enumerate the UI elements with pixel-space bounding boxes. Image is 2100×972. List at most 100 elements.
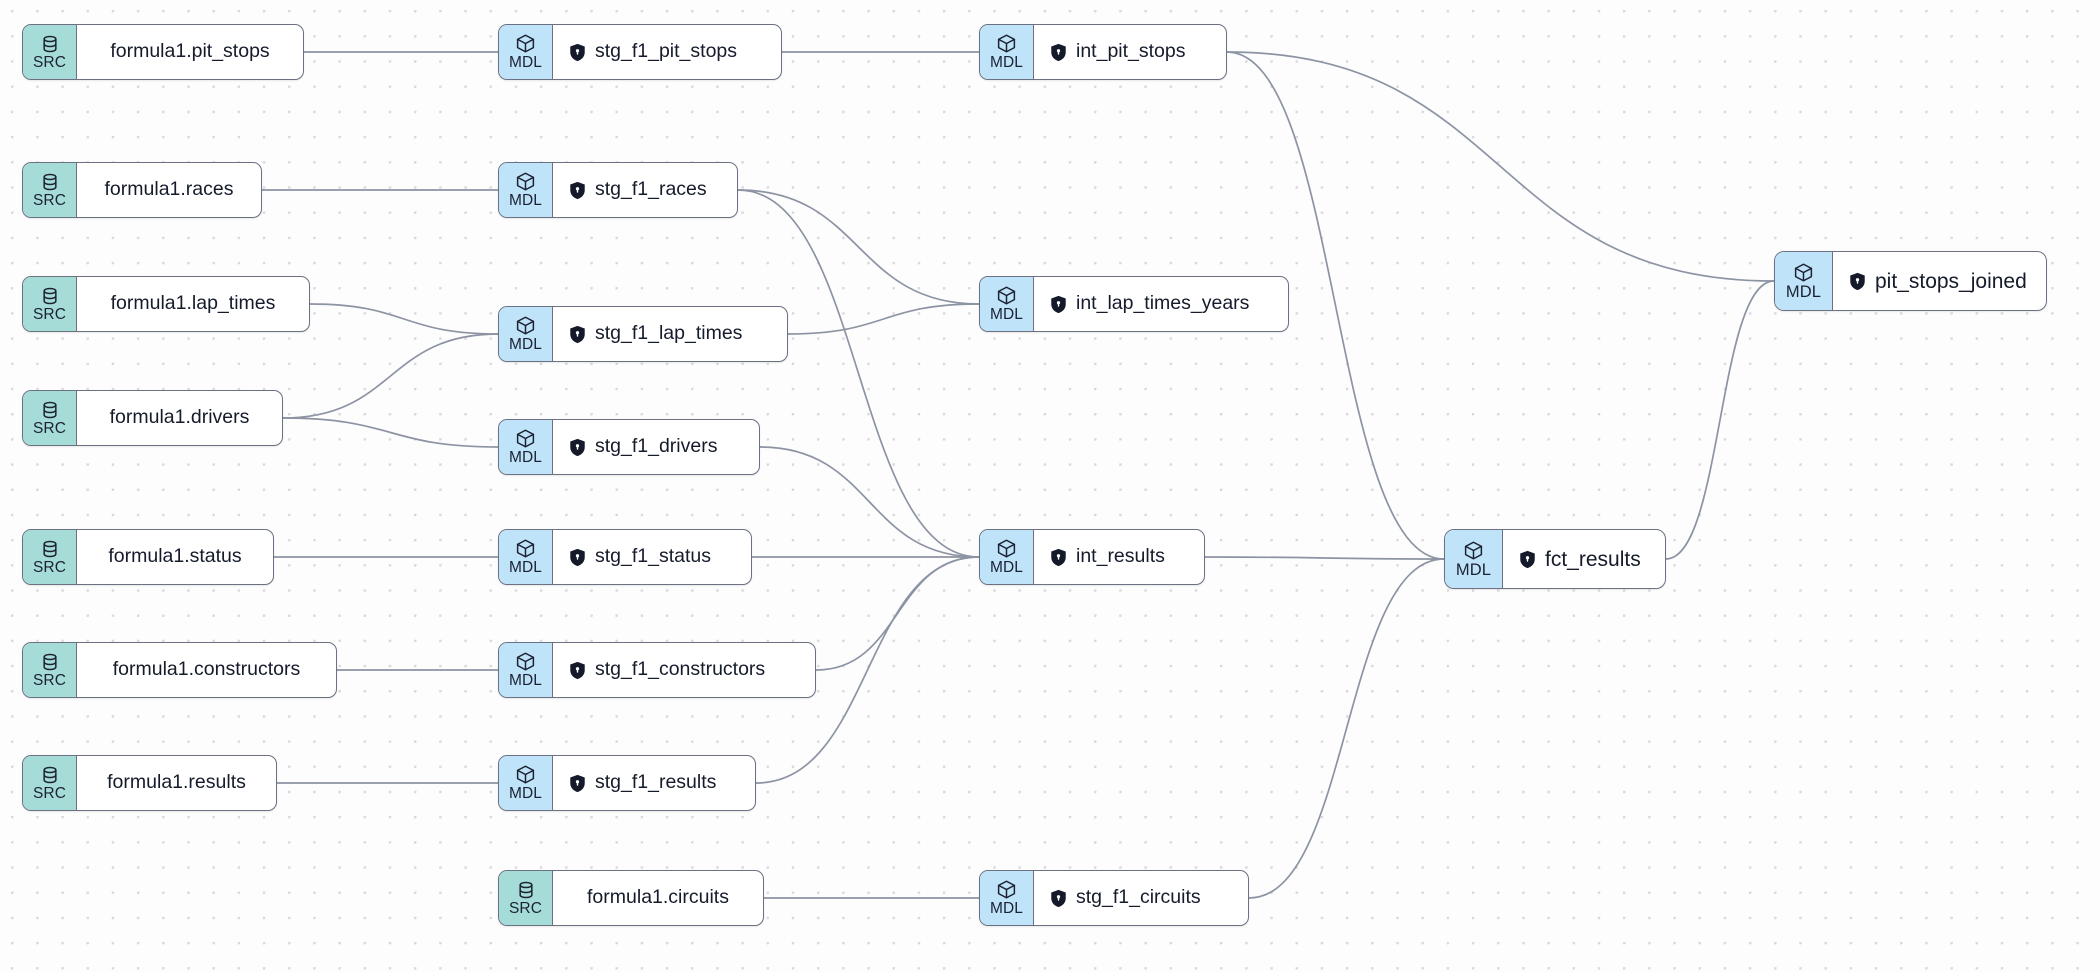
- node-type-label: MDL: [989, 306, 1024, 324]
- node-label: formula1.results: [107, 771, 246, 794]
- node-label: stg_f1_constructors: [595, 658, 766, 681]
- node-type-label: MDL: [508, 672, 543, 690]
- node-type-badge-src: SRC: [23, 643, 77, 697]
- node-type-label: SRC: [32, 558, 67, 576]
- node-label: stg_f1_pit_stops: [595, 40, 738, 63]
- graph-edge-src_drivers-to-stg_drivers: [282, 417, 499, 448]
- graph-node-stg_races[interactable]: MDL stg_f1_races: [498, 162, 738, 218]
- graph-node-src_status[interactable]: SRC formula1.status: [22, 529, 274, 585]
- graph-edge-int_results-to-fct_results: [1204, 556, 1445, 560]
- node-type-label: MDL: [1455, 560, 1492, 579]
- cube-icon: [997, 880, 1016, 899]
- database-icon: [42, 401, 57, 418]
- node-body: stg_f1_pit_stops: [553, 25, 781, 79]
- node-type-label: SRC: [32, 53, 67, 71]
- node-body: formula1.circuits: [553, 871, 763, 925]
- node-type-badge-mdl: MDL: [980, 277, 1034, 331]
- graph-node-src_pit_stops[interactable]: SRC formula1.pit_stops: [22, 24, 304, 80]
- shield-icon: [1850, 272, 1865, 290]
- graph-node-int_lap_times_years[interactable]: MDL int_lap_times_years: [979, 276, 1289, 332]
- node-label: stg_f1_lap_times: [595, 322, 743, 345]
- node-label: formula1.status: [108, 545, 242, 568]
- node-type-label: MDL: [508, 192, 543, 210]
- node-body: stg_f1_drivers: [553, 420, 759, 474]
- graph-edge-stg_races-to-int_results: [737, 189, 980, 558]
- node-body: formula1.lap_times: [77, 277, 309, 331]
- database-icon: [42, 766, 57, 783]
- node-type-label: MDL: [508, 449, 543, 467]
- graph-edge-stg_drivers-to-int_results: [759, 446, 980, 558]
- graph-edge-stg_lap_times-to-int_lap_times_years: [787, 303, 980, 335]
- node-type-badge-mdl: MDL: [499, 756, 553, 810]
- graph-node-src_results[interactable]: SRC formula1.results: [22, 755, 277, 811]
- node-body: stg_f1_constructors: [553, 643, 815, 697]
- graph-edge-src_lap_times-to-stg_lap_times: [309, 303, 499, 335]
- node-body: stg_f1_lap_times: [553, 307, 787, 361]
- node-type-badge-src: SRC: [499, 871, 553, 925]
- database-icon: [42, 35, 57, 52]
- node-type-badge-src: SRC: [23, 277, 77, 331]
- node-label: formula1.constructors: [112, 658, 301, 681]
- shield-icon: [570, 43, 585, 61]
- node-type-label: SRC: [508, 899, 543, 917]
- graph-edge-stg_constructors-to-int_results: [815, 556, 980, 671]
- node-label: formula1.pit_stops: [110, 40, 270, 63]
- cube-icon: [516, 652, 535, 671]
- cube-icon: [997, 34, 1016, 53]
- graph-node-src_circuits[interactable]: SRC formula1.circuits: [498, 870, 764, 926]
- graph-node-src_constructors[interactable]: SRC formula1.constructors: [22, 642, 337, 698]
- node-type-badge-mdl: MDL: [980, 871, 1034, 925]
- node-type-badge-mdl: MDL: [1445, 530, 1503, 588]
- node-label: formula1.circuits: [587, 886, 729, 909]
- graph-node-stg_lap_times[interactable]: MDL stg_f1_lap_times: [498, 306, 788, 362]
- graph-edge-int_pit_stops-to-pit_stops_joined: [1226, 51, 1775, 282]
- shield-icon: [570, 438, 585, 456]
- node-body: stg_f1_results: [553, 756, 755, 810]
- database-icon: [42, 540, 57, 557]
- node-type-badge-mdl: MDL: [499, 530, 553, 584]
- node-type-label: SRC: [32, 784, 67, 802]
- graph-node-stg_drivers[interactable]: MDL stg_f1_drivers: [498, 419, 760, 475]
- node-type-badge-mdl: MDL: [499, 643, 553, 697]
- node-type-badge-src: SRC: [23, 25, 77, 79]
- node-type-badge-src: SRC: [23, 530, 77, 584]
- node-type-label: MDL: [508, 336, 543, 354]
- shield-icon: [1051, 295, 1066, 313]
- node-body: formula1.results: [77, 756, 276, 810]
- cube-icon: [997, 539, 1016, 558]
- graph-edge-stg_races-to-int_lap_times_years: [737, 189, 980, 305]
- node-type-label: MDL: [508, 559, 543, 577]
- node-type-label: SRC: [32, 305, 67, 323]
- shield-icon: [570, 548, 585, 566]
- graph-node-stg_pit_stops[interactable]: MDL stg_f1_pit_stops: [498, 24, 782, 80]
- node-body: stg_f1_races: [553, 163, 737, 217]
- graph-node-stg_constructors[interactable]: MDL stg_f1_constructors: [498, 642, 816, 698]
- shield-icon: [570, 774, 585, 792]
- graph-edge-src_drivers-to-stg_lap_times: [282, 333, 499, 419]
- node-type-badge-src: SRC: [23, 756, 77, 810]
- shield-icon: [1051, 43, 1066, 61]
- node-label: stg_f1_drivers: [595, 435, 718, 458]
- node-body: formula1.status: [77, 530, 273, 584]
- node-body: stg_f1_circuits: [1034, 871, 1248, 925]
- graph-node-src_lap_times[interactable]: SRC formula1.lap_times: [22, 276, 310, 332]
- node-label: stg_f1_status: [595, 545, 711, 568]
- database-icon: [42, 653, 57, 670]
- node-type-badge-mdl: MDL: [980, 25, 1034, 79]
- node-type-label: SRC: [32, 191, 67, 209]
- node-label: int_lap_times_years: [1076, 292, 1250, 315]
- node-type-badge-mdl: MDL: [980, 530, 1034, 584]
- graph-node-stg_status[interactable]: MDL stg_f1_status: [498, 529, 752, 585]
- node-type-label: SRC: [32, 671, 67, 689]
- node-type-badge-mdl: MDL: [499, 307, 553, 361]
- node-type-badge-mdl: MDL: [499, 25, 553, 79]
